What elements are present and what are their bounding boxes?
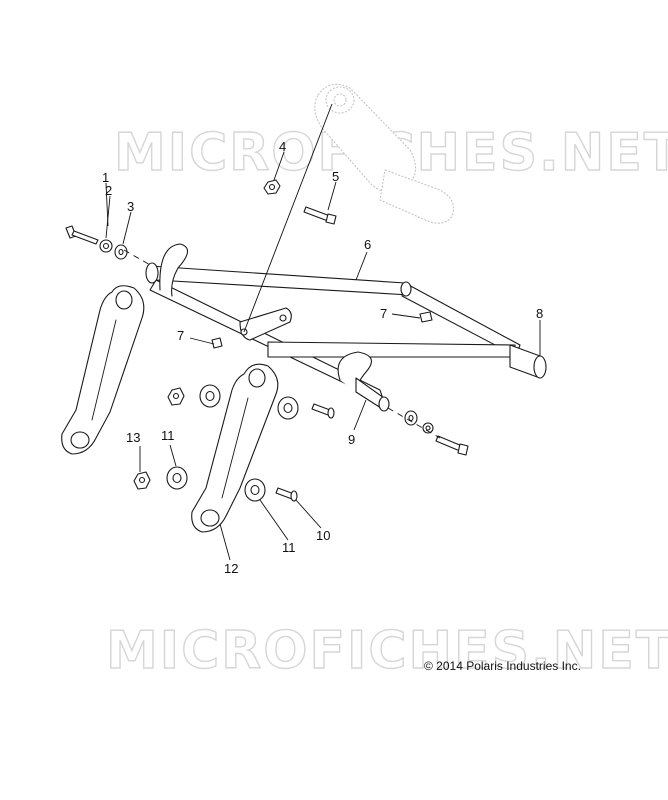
link-arm-right: [191, 363, 279, 533]
washer-right-2: [422, 422, 434, 434]
callout-12: 12: [224, 561, 238, 576]
bolt-5: [303, 206, 337, 225]
link-arm-left: [61, 285, 145, 455]
callout-8: 8: [536, 306, 543, 321]
washer-right-3: [404, 410, 418, 426]
callout-7b: 7: [380, 306, 387, 321]
callout-5: 5: [332, 169, 339, 184]
grease-fitting-7b: [419, 311, 433, 323]
callout-6: 6: [364, 237, 371, 252]
callout-2: 2: [105, 183, 112, 198]
pin-10-upper: [311, 403, 335, 419]
callout-4: 4: [279, 139, 286, 154]
bushing-11-c: [166, 466, 188, 490]
callout-3: 3: [127, 199, 134, 214]
pin-10-lower: [275, 487, 298, 502]
copyright-notice: © 2014 Polaris Industries Inc.: [424, 659, 581, 673]
centerline-left: [123, 249, 153, 267]
shock-absorber: [314, 83, 455, 224]
washer-2: [99, 239, 113, 253]
callout-9: 9: [348, 432, 355, 447]
rail-frame: [145, 243, 521, 403]
watermark-bottom: MICROFICHES.NET: [106, 621, 668, 681]
bushing-11-d: [244, 478, 266, 502]
bushing-11-a: [199, 384, 221, 408]
bolt-1: [65, 225, 99, 245]
callout-1: 1: [102, 170, 109, 185]
callout-13: 13: [126, 430, 140, 445]
washer-3: [114, 244, 128, 260]
bushing-11-b: [277, 396, 299, 420]
nut-4: [263, 179, 281, 195]
leader-lines: [105, 103, 541, 561]
callout-11a: 11: [161, 428, 175, 443]
nut-13-upper: [167, 387, 185, 406]
axle-8: [509, 344, 547, 379]
grease-fitting-7a: [211, 337, 223, 349]
callout-10: 10: [316, 528, 330, 543]
bolt-right: [435, 435, 469, 456]
nut-13-lower: [133, 471, 151, 490]
callout-11b: 11: [282, 540, 296, 555]
callout-7a: 7: [177, 328, 184, 343]
axle-9: [355, 377, 390, 412]
